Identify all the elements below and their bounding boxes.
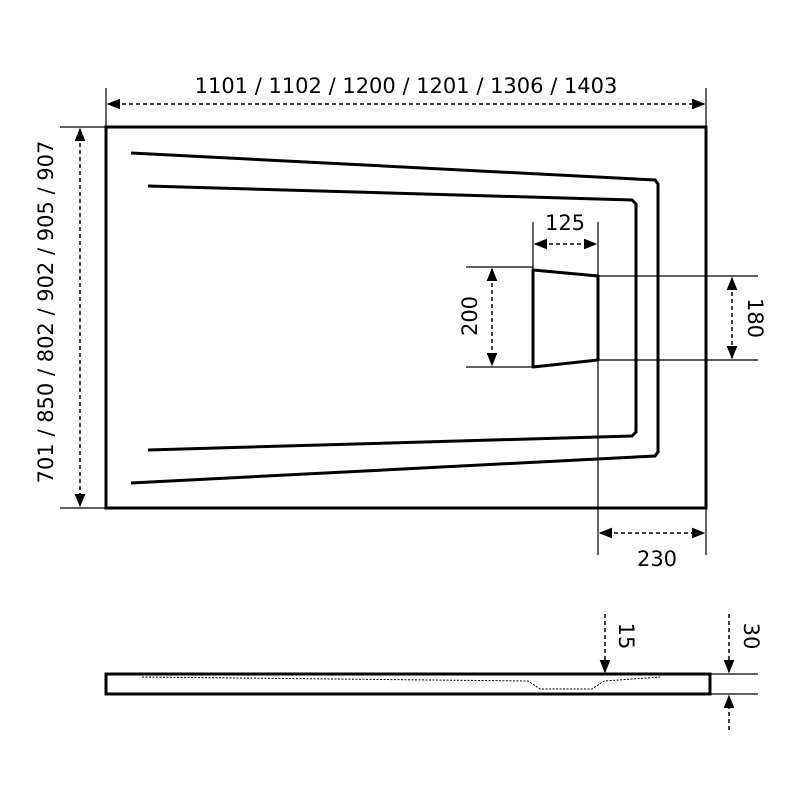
- drain-depth-label: 15: [614, 623, 638, 650]
- tray-thickness-label: 30: [739, 623, 763, 650]
- drain-offset-label: 230: [637, 547, 677, 571]
- side-view: [104, 614, 758, 730]
- drain-width-label: 125: [545, 211, 585, 235]
- outer-channel-groove: [130, 151, 660, 485]
- drain-cover: [531, 268, 600, 369]
- plan-view: [60, 88, 758, 555]
- drain-recess-profile: [141, 676, 661, 690]
- tray-side-profile: [104, 672, 712, 696]
- inner-channel-groove: [147, 184, 638, 452]
- width-label: 1101 / 1102 / 1200 / 1201 / 1306 / 1403: [195, 74, 618, 98]
- drain-height-inner-label: 180: [743, 298, 767, 338]
- tray-outline: [104, 125, 708, 510]
- drain-height-outer-label: 200: [458, 296, 482, 336]
- length-label: 701 / 850 / 802 / 902 / 905 / 907: [34, 141, 58, 484]
